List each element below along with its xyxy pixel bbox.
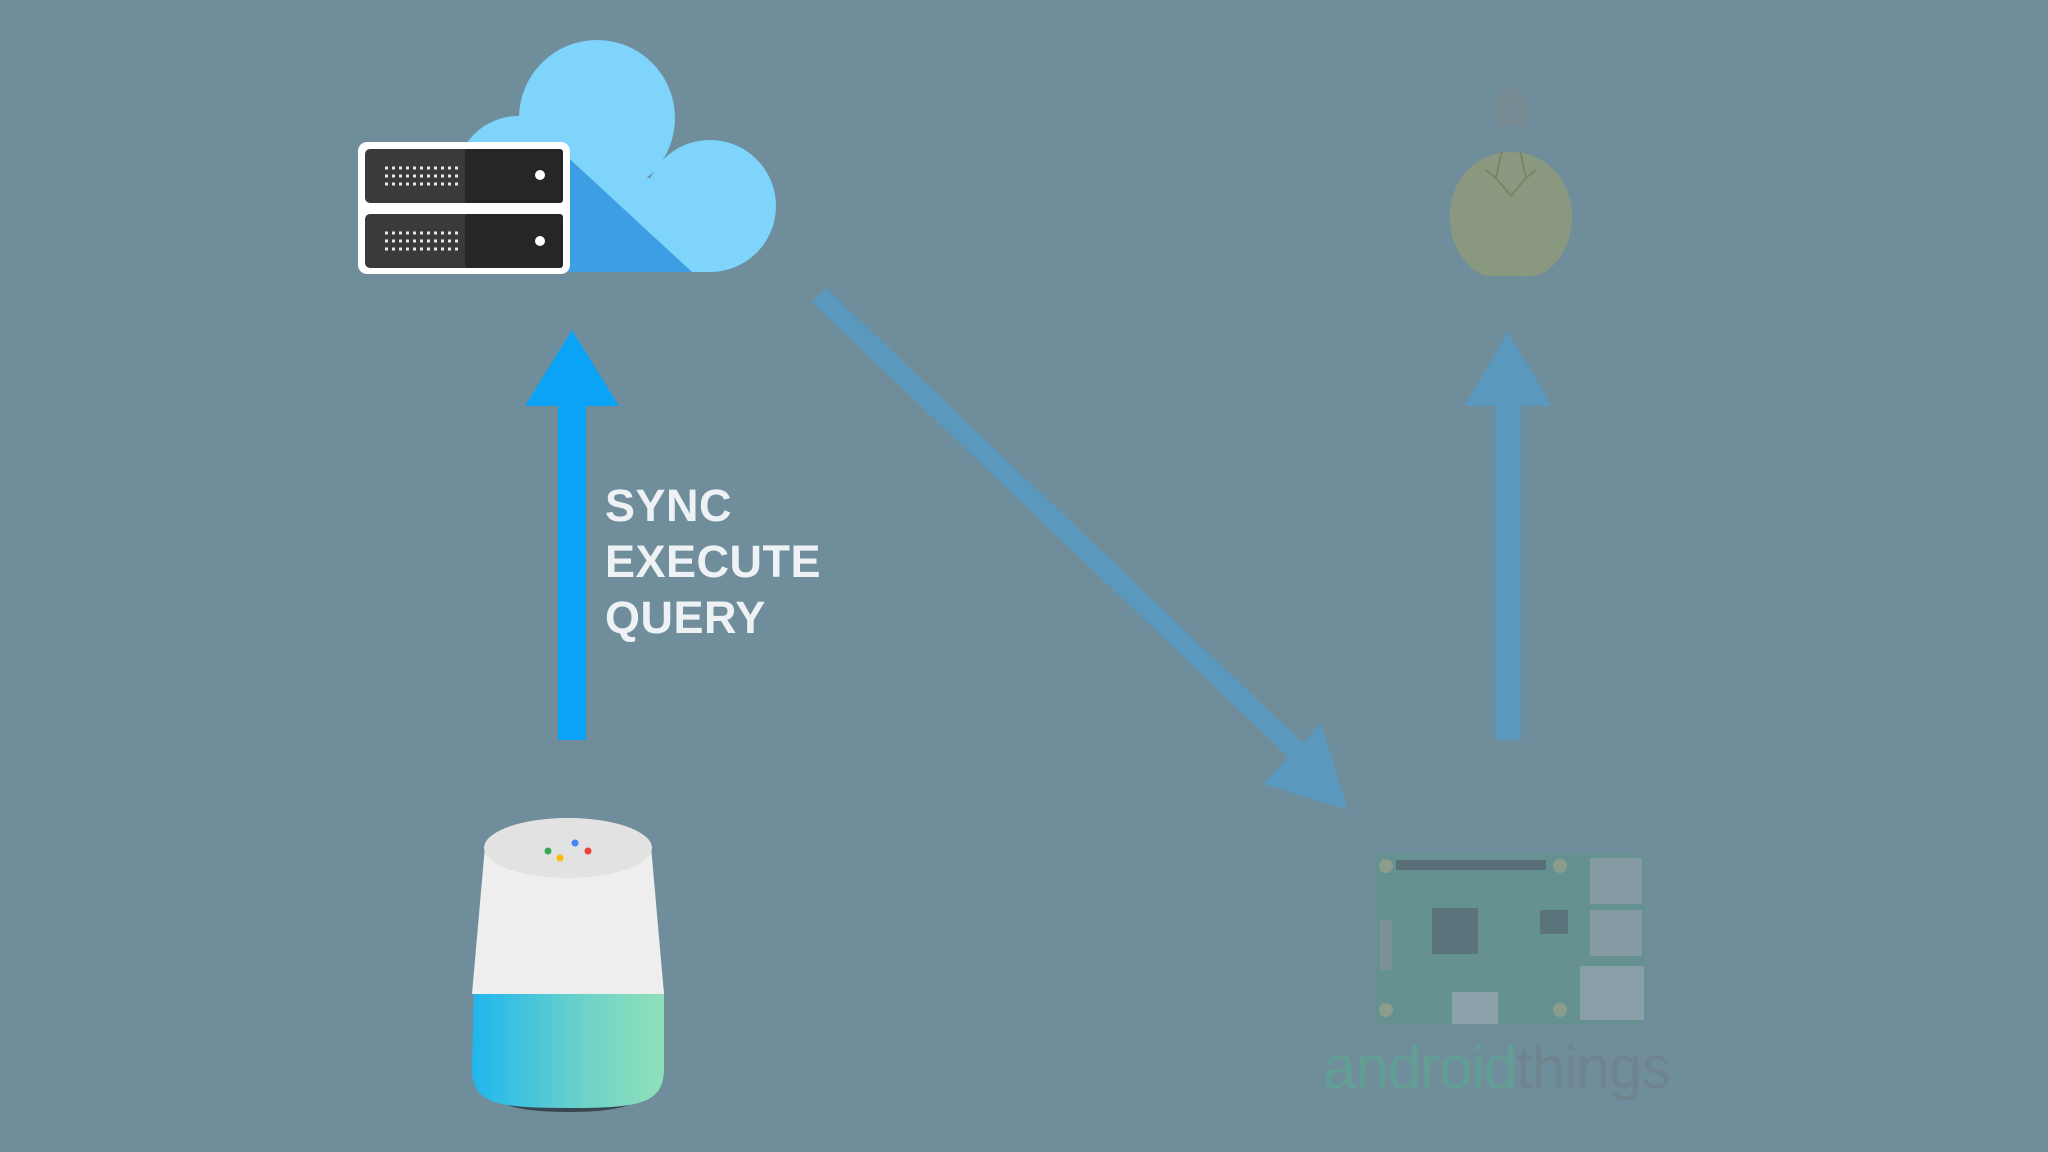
- brand-android: android: [1323, 1034, 1517, 1101]
- intent-label-query: QUERY: [605, 592, 766, 643]
- arrow-cloud-to-device: [812, 287, 1348, 810]
- google-home-speaker-icon: [472, 818, 664, 1112]
- server-rack-icon: [358, 142, 570, 274]
- intent-label-execute: EXECUTE: [605, 536, 822, 587]
- cloud-server-icon: [358, 40, 776, 274]
- light-bulb-icon: [1450, 88, 1572, 277]
- android-things-logo: androidthings: [1323, 1038, 1671, 1098]
- brand-things: things: [1516, 1034, 1671, 1101]
- arrow-home-to-cloud: [525, 330, 619, 740]
- raspberry-pi-board-icon: [1375, 854, 1645, 1024]
- arrow-device-to-bulb: [1464, 332, 1552, 740]
- intent-label-sync: SYNC: [605, 480, 733, 531]
